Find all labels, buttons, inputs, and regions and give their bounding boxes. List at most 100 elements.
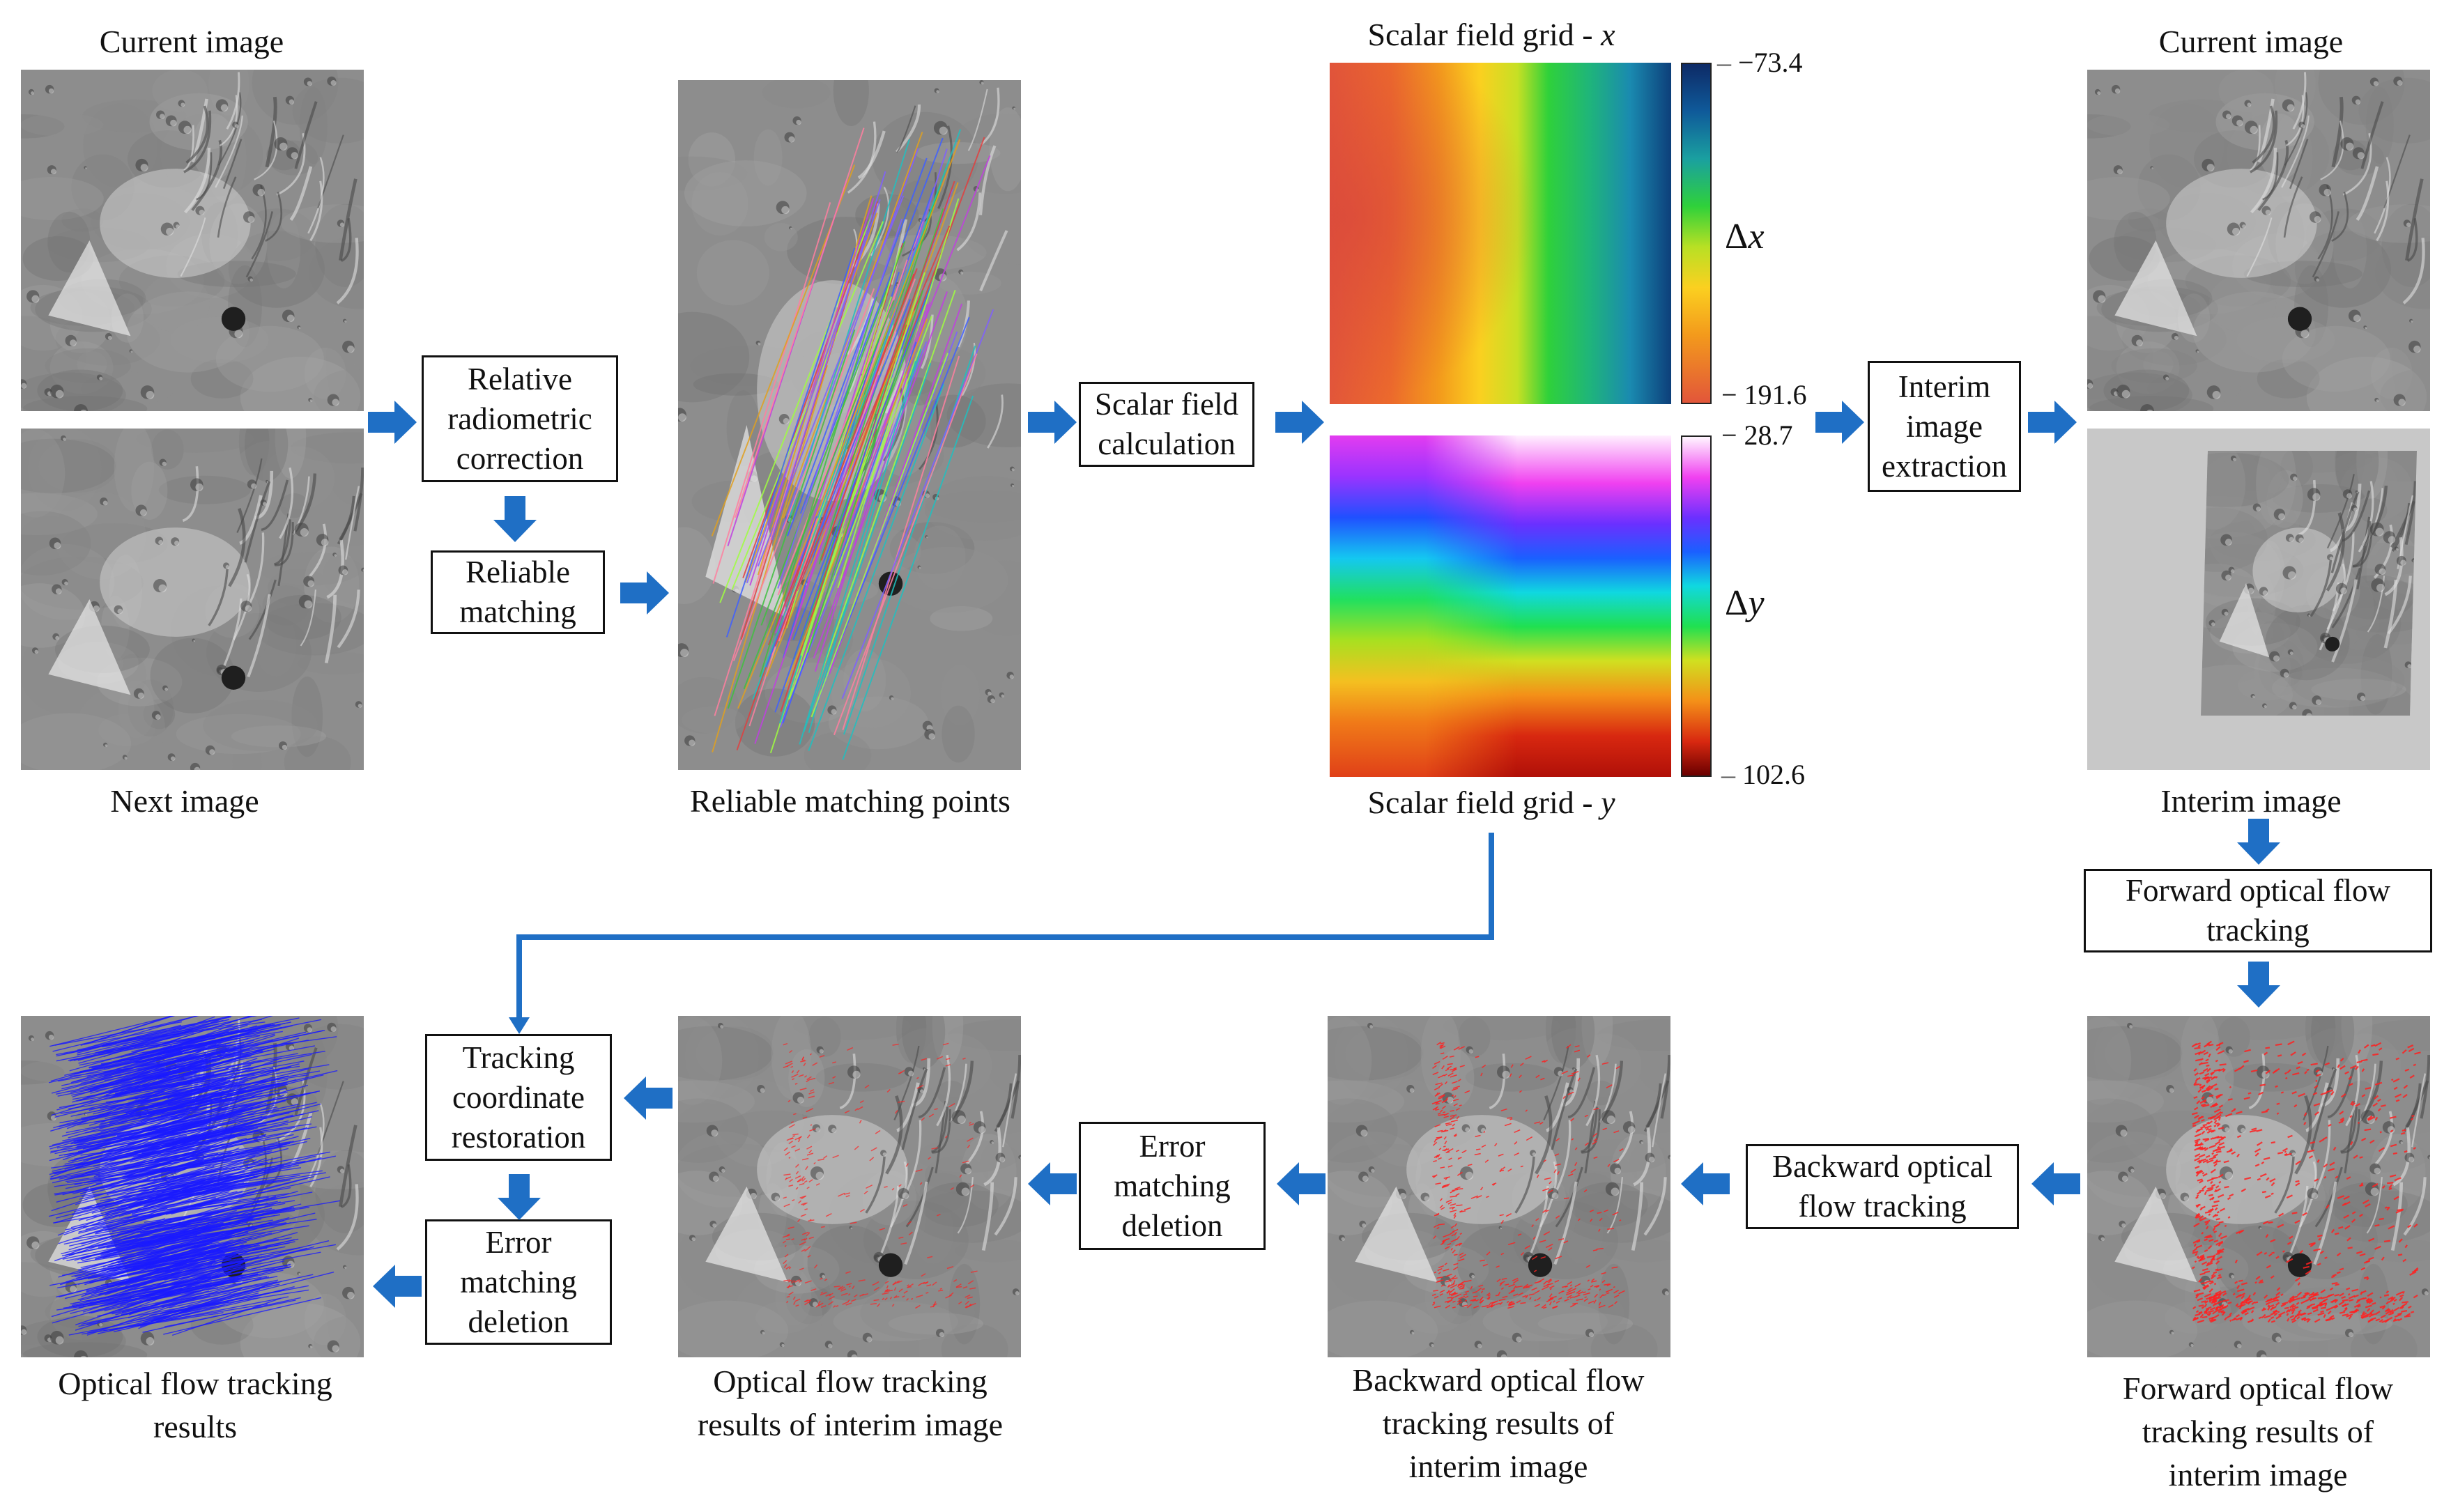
caption-prefix: Scalar field grid - [1367,785,1601,820]
box-error-matching-deletion-middle: Error matching deletion [1079,1122,1266,1250]
box-line: coordinate [452,1079,585,1115]
box-line: extraction [1882,448,2007,484]
box-line: Scalar field [1094,387,1239,422]
interim-tracking-overlay [782,1042,978,1309]
arrow-to-radiometric-correction [368,401,417,444]
current-image-left [21,70,364,411]
caption-current-image-right: Current image [2158,24,2344,59]
arrow-extraction-to-images [2028,401,2077,444]
arrow-reliable-matching-to-points [620,571,669,615]
arrow-scalar-calc-to-grids [1275,401,1324,444]
box-reliable-matching: Reliable matching [431,550,605,634]
interim-image [2087,429,2430,770]
caption-line: results of interim image [697,1407,1004,1442]
box-relative-radiometric-correction: Relative radiometric correction [422,355,618,482]
box-line: Forward optical flow [2126,873,2390,908]
caption-reliable-matching-points: Reliable matching points [690,783,1011,819]
next-image [21,429,364,770]
caption-scalar-field-grid-y: Scalar field grid - y [1324,782,1659,824]
caption-prefix: Scalar field grid - [1367,17,1601,52]
box-line: deletion [468,1304,569,1339]
box-line: Backward optical [1772,1149,1993,1184]
box-line: restoration [451,1119,586,1155]
caption-next-image: Next image [110,783,259,819]
box-line: flow tracking [1798,1189,1967,1224]
arrow-backward-to-backward-results [1681,1162,1730,1205]
caption-line: tracking results of [2142,1414,2374,1449]
caption-line: Backward optical flow [1352,1362,1645,1398]
caption-scalar-field-grid-x: Scalar field grid - x [1324,14,1659,56]
arrow-points-to-scalar-field [1028,401,1077,444]
caption-backward-tracking-results: Backward optical flow tracking results o… [1303,1359,1693,1488]
arrow-backward-results-to-error-deletion [1277,1162,1326,1205]
colorbar-x-top-tick: – −73.4 [1717,47,1803,78]
backward-tracking-overlay [1431,1041,1625,1309]
box-line: Error [1139,1128,1206,1164]
box-scalar-field-calculation: Scalar field calculation [1079,382,1254,467]
arrow-radiometric-to-reliable-matching [493,496,537,542]
arrow-error-deletion-to-interim-results [1028,1162,1077,1205]
caption-line: interim image [2168,1457,2348,1492]
caption-optical-flow-interim-results: Optical flow tracking results of interim… [655,1360,1045,1447]
arrow-forward-tracking-to-results [2237,962,2280,1008]
delta-var: y [1748,583,1765,623]
box-line: matching [459,594,576,629]
box-line: Error [485,1224,552,1260]
caption-line: Optical flow tracking [713,1364,988,1399]
box-tracking-coordinate-restoration: Tracking coordinate restoration [425,1034,612,1161]
interim-image-content [2201,451,2417,716]
colorbar-x-label: Δx [1725,217,1765,256]
scalar-field-grid-y [1330,435,1671,777]
caption-var: x [1601,17,1615,52]
box-line: matching [1114,1168,1231,1203]
arrow-interim-results-to-restoration [624,1077,673,1120]
caption-line: results [153,1409,238,1444]
colorbar-y [1681,435,1712,777]
caption-line: tracking results of [1382,1405,1615,1441]
caption-line: Optical flow tracking [58,1366,332,1401]
box-line: Reliable [466,555,570,589]
tick-value: 102.6 [1742,759,1805,790]
box-line: Relative [468,361,572,396]
forward-tracking-results-image [2087,1016,2430,1357]
colorbar-x-bottom-tick: − 191.6 [1721,379,1807,410]
forward-tracking-overlay [2191,1040,2421,1323]
colorbar-y-top-tick: − 28.7 [1721,419,1793,451]
box-line: Tracking [462,1040,575,1075]
delta-symbol: Δ [1725,217,1749,256]
arrow-error-deletion-to-final [373,1265,422,1308]
optical-flow-vectors-overlay [48,1016,341,1336]
caption-line: Forward optical flow [2122,1371,2394,1406]
box-line: matching [460,1264,577,1299]
box-line: deletion [1121,1208,1223,1243]
colorbar-x [1681,63,1712,404]
box-backward-optical-flow-tracking: Backward optical flow tracking [1746,1144,2019,1229]
box-line: correction [456,440,584,476]
box-line: Interim [1898,369,1991,404]
arrow-grids-to-interim-extraction [1815,401,1864,444]
arrow-restoration-to-error-deletion [498,1174,541,1220]
arrow-interim-to-forward-tracking [2237,819,2280,865]
caption-current-image-left: Current image [99,24,284,59]
box-line: tracking [2206,913,2310,948]
box-line: radiometric [447,401,592,436]
caption-var: y [1601,785,1615,820]
colorbar-y-label: Δy [1725,584,1765,623]
colorbar-y-bottom-tick: – 102.6 [1721,759,1805,790]
caption-optical-flow-results: Optical flow tracking results [0,1362,390,1449]
caption-forward-tracking-results: Forward optical flow tracking results of… [2063,1367,2451,1497]
current-image-right [2087,70,2430,411]
scalar-field-grid-x [1330,63,1671,404]
box-forward-optical-flow-tracking: Forward optical flow tracking [2084,869,2432,952]
box-line: calculation [1098,426,1236,461]
matching-lines-overlay [711,128,994,760]
caption-interim-image: Interim image [2160,783,2342,819]
box-line: image [1906,408,1983,444]
box-error-matching-deletion-left: Error matching deletion [425,1219,612,1345]
box-interim-image-extraction: Interim image extraction [1868,361,2021,492]
tick-value: −73.4 [1738,47,1803,78]
delta-var: x [1748,217,1765,256]
arrow-forward-results-to-backward [2031,1162,2080,1205]
